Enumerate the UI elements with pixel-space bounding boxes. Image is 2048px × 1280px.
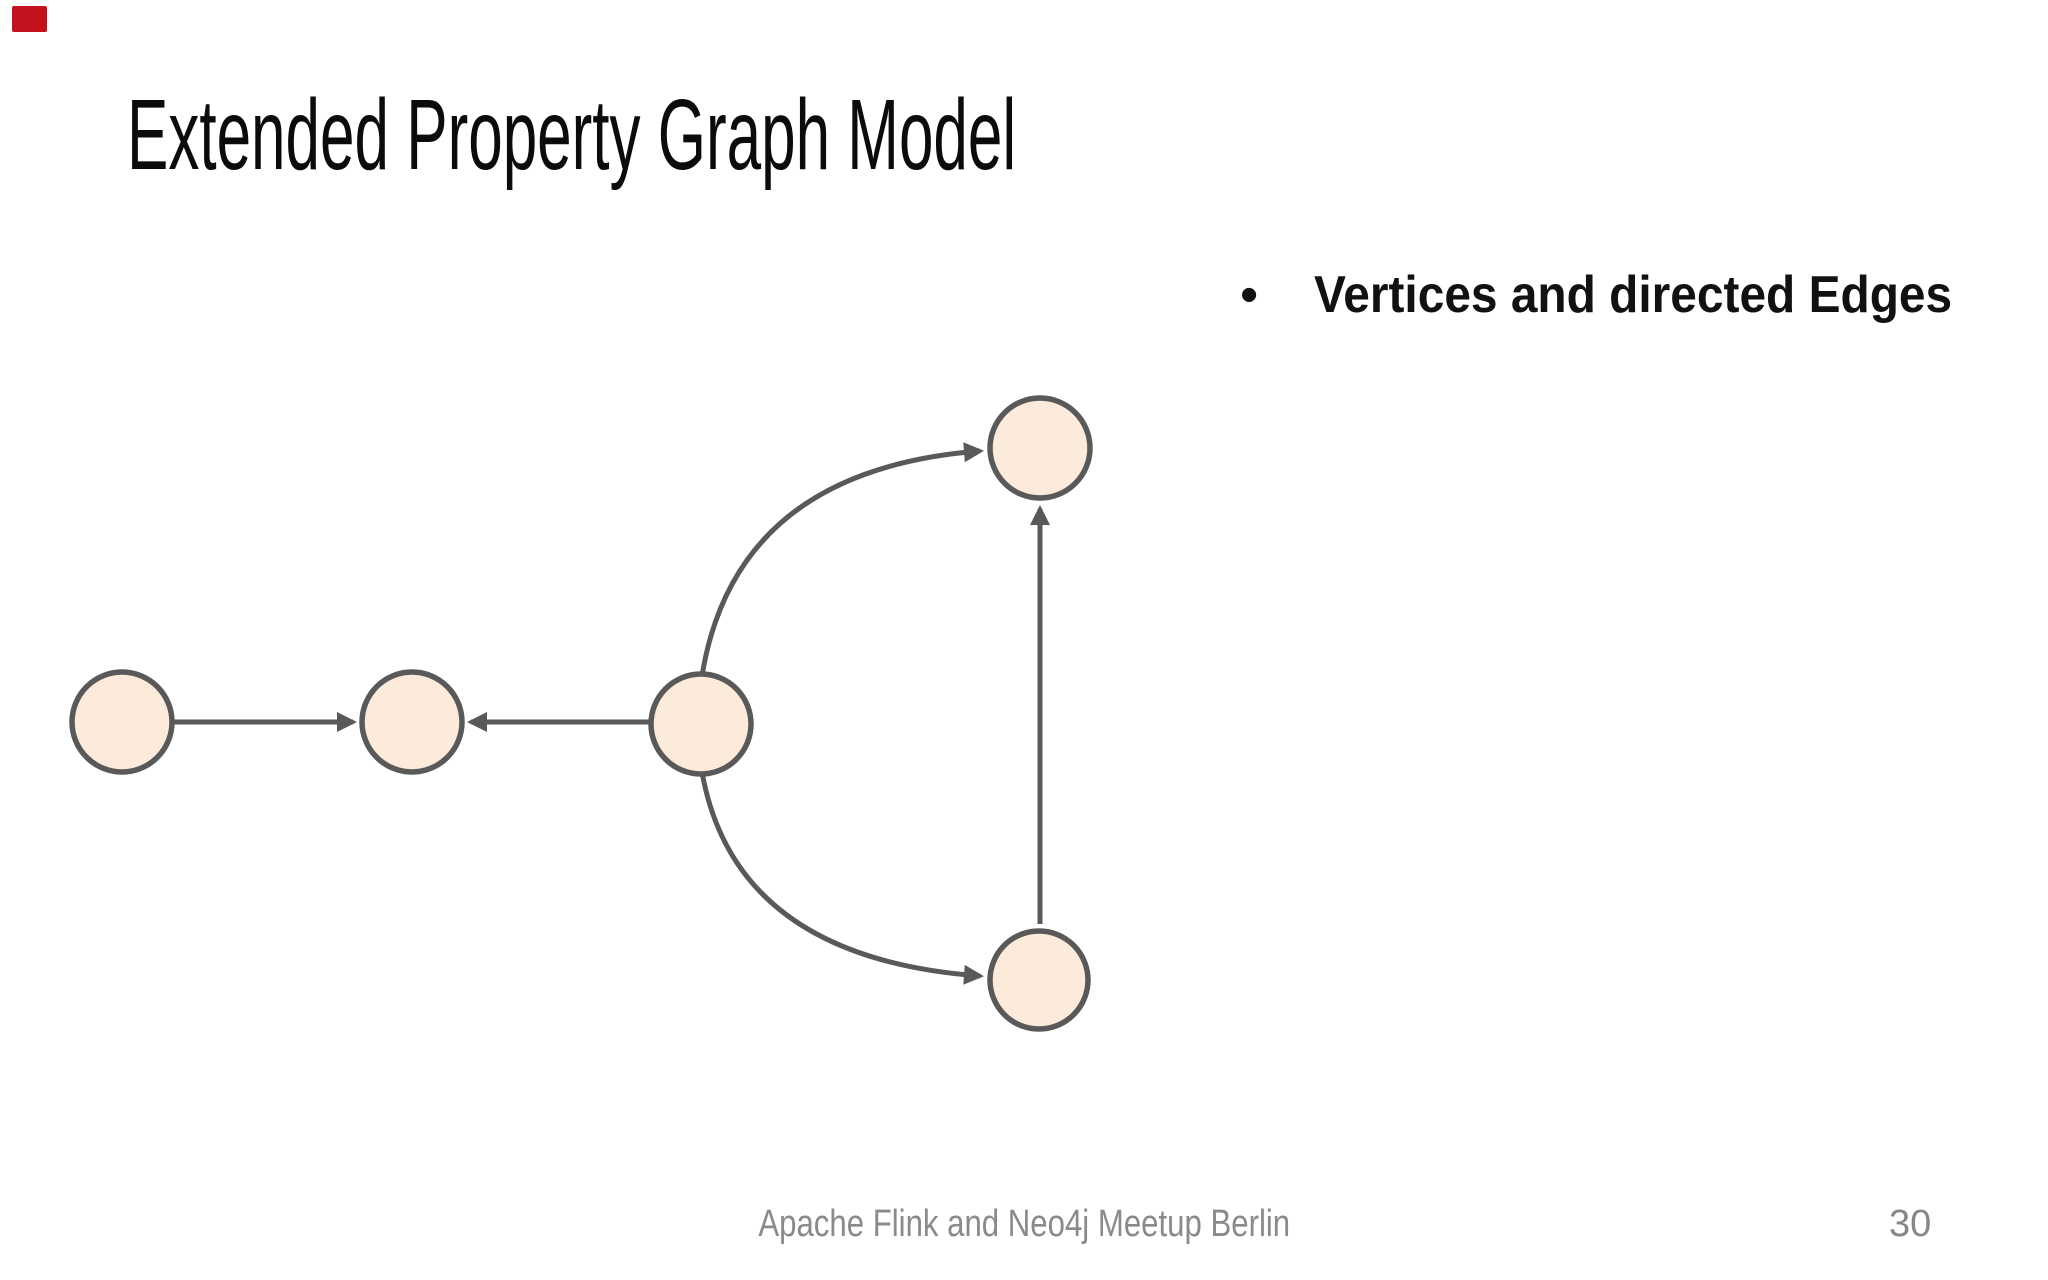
bullet-marker: • bbox=[1240, 266, 1259, 324]
graph-node-v2 bbox=[359, 669, 465, 775]
graph-edge-v3-v4 bbox=[699, 442, 984, 677]
bullet-item: • Vertices and directed Edges bbox=[1240, 264, 2008, 326]
footer: Apache Flink and Neo4j Meetup Berlin bbox=[0, 1202, 2048, 1254]
slide-title: Extended Property Graph Model bbox=[127, 79, 1017, 191]
graph-node-v4 bbox=[987, 395, 1093, 501]
graph-node-v5 bbox=[987, 928, 1091, 1032]
graph-edge-v3-v5 bbox=[699, 771, 984, 985]
bullet-text: Vertices and directed Edges bbox=[1314, 266, 1953, 324]
footer-text: Apache Flink and Neo4j Meetup Berlin bbox=[758, 1203, 1290, 1245]
graph-node-v3 bbox=[648, 671, 754, 777]
recording-indicator bbox=[12, 6, 47, 32]
graph-node-v1 bbox=[69, 669, 175, 775]
page-number: 30 bbox=[1889, 1203, 1932, 1245]
